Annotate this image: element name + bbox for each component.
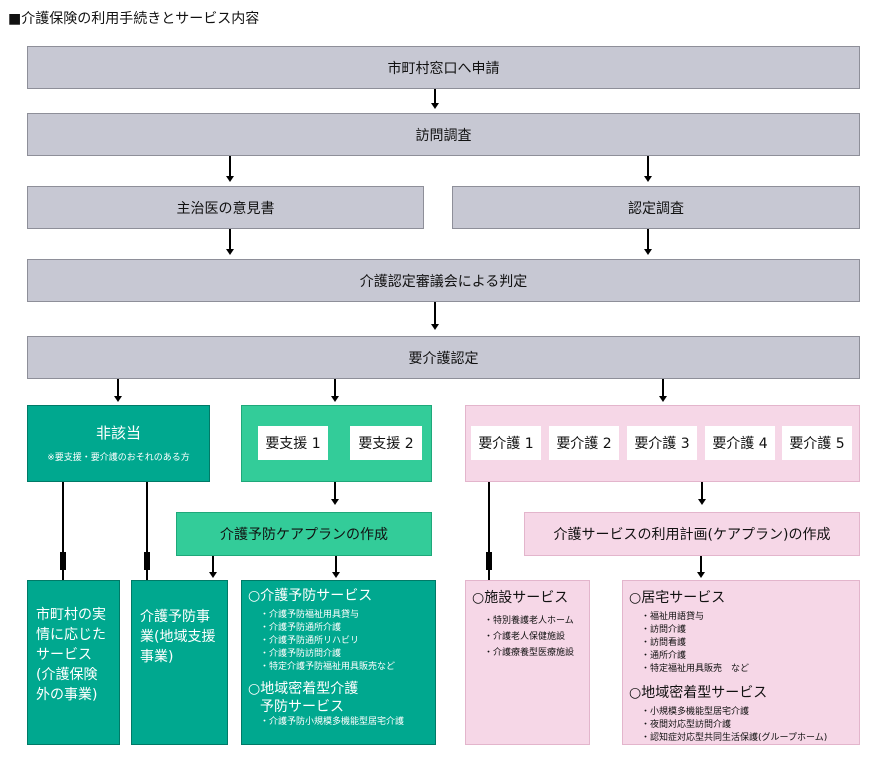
list-item: ・特定福祉用具販売 など xyxy=(641,664,750,674)
connector xyxy=(662,379,664,396)
community-prevention-heading-cont: 予防サービス xyxy=(260,699,344,715)
prevention-plan-label: 介護予防ケアプランの作成 xyxy=(220,527,388,543)
non-applicable-box: 非該当 ※要支援・要介護のおそれのある方 xyxy=(27,405,210,482)
connector xyxy=(700,556,702,572)
arrow-down-icon xyxy=(332,572,340,578)
visit-survey-label: 訪問調査 xyxy=(415,127,472,144)
non-applicable-note: ※要支援・要介護のおそれのある方 xyxy=(47,453,190,463)
arrow-down-icon xyxy=(226,249,234,255)
prevention-services-box: ○介護予防サービス ・介護予防福祉用具貸与 ・介護予防通所介護 ・介護予防通所リ… xyxy=(241,580,436,745)
cert-survey-box: 認定調査 xyxy=(452,186,860,229)
connector xyxy=(335,556,337,572)
care-level-1: 要介護 1 xyxy=(471,426,541,460)
certification-label: 要介護認定 xyxy=(408,350,479,367)
prevention-plan-box: 介護予防ケアプランの作成 xyxy=(176,512,432,556)
municipal-services-box: 市町村の実情に応じたサービス(介護保険外の事業) xyxy=(27,580,120,745)
list-item: ・夜間対応型訪問介護 xyxy=(641,720,732,730)
connector xyxy=(647,156,649,176)
care-plan-label: 介護サービスの利用計画(ケアプラン)の作成 xyxy=(553,527,831,543)
apply-box: 市町村窓口へ申請 xyxy=(27,46,860,89)
arrow-down-icon xyxy=(209,572,217,578)
list-item: ・介護予防通所リハビリ xyxy=(260,636,360,646)
connector xyxy=(434,89,436,103)
council-label: 介護認定審議会による判定 xyxy=(359,273,528,290)
list-item: ・介護予防小規模多機能型居宅介護 xyxy=(260,717,405,727)
community-services-heading: ○地域密着型サービス xyxy=(629,685,768,701)
care-level-2: 要介護 2 xyxy=(549,426,619,460)
list-item: ・通所介護 xyxy=(641,651,687,661)
arrow-down-icon xyxy=(697,572,705,578)
connector xyxy=(488,482,490,580)
connector xyxy=(334,379,336,396)
arrow-down-icon xyxy=(431,324,439,330)
arrow-down-icon xyxy=(114,396,122,402)
list-item: ・介護予防訪問介護 xyxy=(260,649,342,659)
list-item: ・介護予防福祉用具貸与 xyxy=(260,610,360,620)
arrow-down-icon xyxy=(698,499,706,505)
cert-survey-label: 認定調査 xyxy=(628,200,684,217)
care-level-3: 要介護 3 xyxy=(627,426,697,460)
connector xyxy=(229,156,231,176)
connector xyxy=(62,482,64,580)
arrow-down-icon xyxy=(331,396,339,402)
list-item: ・福祉用語貸与 xyxy=(641,612,705,622)
arrow-down-icon xyxy=(659,396,667,402)
council-box: 介護認定審議会による判定 xyxy=(27,259,860,302)
facility-services-box: ○施設サービス ・特別養護老人ホーム ・介護老人保健施設 ・介護療養型医療施設 xyxy=(465,580,590,745)
prevention-services-heading: ○介護予防サービス xyxy=(248,588,373,604)
connector xyxy=(117,379,119,396)
certification-box: 要介護認定 xyxy=(27,336,860,379)
arrow-down-icon xyxy=(644,176,652,182)
connector-marker xyxy=(144,552,150,570)
care-level-4: 要介護 4 xyxy=(705,426,775,460)
home-services-box: ○居宅サービス ・福祉用語貸与 ・訪問介護 ・訪問看護 ・通所介護 ・特定福祉用… xyxy=(622,580,860,745)
doctor-opinion-label: 主治医の意見書 xyxy=(176,200,275,217)
care-plan-box: 介護サービスの利用計画(ケアプラン)の作成 xyxy=(524,512,860,556)
connector xyxy=(701,482,703,499)
connector-marker xyxy=(60,552,66,570)
apply-label: 市町村窓口へ申請 xyxy=(387,60,500,77)
page-title: ■介護保険の利用手続きとサービス内容 xyxy=(8,11,260,27)
arrow-down-icon xyxy=(331,499,339,505)
list-item: ・介護療養型医療施設 xyxy=(484,648,575,658)
community-prevention-heading: ○地域密着型介護 xyxy=(248,681,359,697)
visit-survey-box: 訪問調査 xyxy=(27,113,860,156)
list-item: ・小規模多機能型居宅介護 xyxy=(641,707,750,717)
list-item: ・訪問看護 xyxy=(641,638,687,648)
connector xyxy=(647,229,649,249)
connector xyxy=(146,482,148,580)
arrow-down-icon xyxy=(431,103,439,109)
non-applicable-label: 非該当 xyxy=(95,424,141,442)
arrow-down-icon xyxy=(226,176,234,182)
care-level-5: 要介護 5 xyxy=(782,426,852,460)
support-level-2: 要支援 2 xyxy=(350,426,422,460)
list-item: ・訪問介護 xyxy=(641,625,687,635)
arrow-down-icon xyxy=(644,249,652,255)
home-services-heading: ○居宅サービス xyxy=(629,590,726,606)
prevention-project-text: 介護予防事業(地域支援事業) xyxy=(140,609,216,665)
list-item: ・特定介護予防福祉用具販売など xyxy=(260,662,396,672)
list-item: ・特別養護老人ホーム xyxy=(484,616,574,626)
facility-services-heading: ○施設サービス xyxy=(472,590,569,606)
connector-marker xyxy=(486,552,492,570)
connector xyxy=(229,229,231,249)
support-levels-box: 要支援 1 要支援 2 xyxy=(241,405,432,482)
care-levels-box: 要介護 1 要介護 2 要介護 3 要介護 4 要介護 5 xyxy=(465,405,860,482)
connector xyxy=(434,302,436,324)
list-item: ・介護予防通所介護 xyxy=(260,623,342,633)
list-item: ・介護老人保健施設 xyxy=(484,632,566,642)
connector xyxy=(334,482,336,499)
support-level-1: 要支援 1 xyxy=(258,426,328,460)
prevention-project-box: 介護予防事業(地域支援事業) xyxy=(131,580,228,745)
list-item: ・認知症対応型共同生活保護(グループホーム) xyxy=(641,733,828,743)
doctor-opinion-box: 主治医の意見書 xyxy=(27,186,424,229)
municipal-services-text: 市町村の実情に応じたサービス(介護保険外の事業) xyxy=(36,607,106,703)
connector xyxy=(212,556,214,572)
